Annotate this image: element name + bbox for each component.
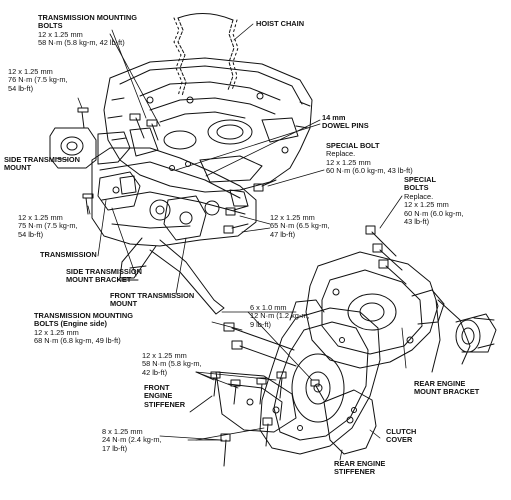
label-bolt-6mm: 6 x 1.0 mm 12 N·m (1.2 kg-m, 9 lb-ft) bbox=[250, 303, 310, 329]
label-spec-line: 12 x 1.25 mm bbox=[326, 157, 371, 167]
label-title-line: MOUNT BRACKET bbox=[414, 387, 480, 397]
rear-engine-mount bbox=[431, 299, 497, 373]
special-bolts bbox=[365, 225, 407, 285]
label-side-transmission-mount-bracket: SIDE TRANSMISSION MOUNT BRACKET bbox=[66, 267, 142, 285]
label-dowel-pins: 14 mm DOWEL PINS bbox=[322, 113, 369, 131]
label-title-line: FRONT TRANSMISSION bbox=[110, 291, 195, 300]
label-title-line: BOLTS bbox=[38, 21, 63, 31]
label-spec-line: 75 N·m (7.5 kg-m, bbox=[18, 221, 78, 231]
label-spec-line: Replace. bbox=[326, 149, 356, 159]
label-spec-line: 58 N·m (5.8 kg-m, 42 lb-ft) bbox=[38, 38, 125, 48]
label-title-line: SIDE TRANSMISSION bbox=[66, 267, 142, 276]
label-spec-line: 12 N·m (1.2 kg-m, bbox=[250, 311, 310, 321]
label-title-line: MOUNT bbox=[4, 163, 32, 173]
label-spec-line: 12 x 1.25 mm bbox=[18, 213, 63, 222]
label-title-line: SPECIAL BOLT bbox=[326, 141, 380, 150]
label-title-line: MOUNT BRACKET bbox=[66, 275, 132, 285]
label-clutch-cover: CLUTCH COVER bbox=[386, 427, 417, 445]
transmission-case bbox=[91, 147, 257, 247]
engine-block bbox=[103, 57, 313, 193]
label-spec-line: 54 lb-ft) bbox=[18, 229, 44, 239]
label-spec-line: 24 N·m (2.4 kg-m, bbox=[102, 435, 162, 445]
front-engine-stiffener bbox=[215, 371, 297, 433]
label-side-transmission-mount: SIDE TRANSMISSION MOUNT bbox=[4, 155, 80, 173]
label-hoist-chain: HOIST CHAIN bbox=[256, 19, 305, 28]
label-trans-mount-bolts-engine: TRANSMISSION MOUNTING BOLTS (Engine side… bbox=[34, 311, 133, 346]
label-rear-engine-stiffener: REAR ENGINE STIFFENER bbox=[334, 459, 386, 477]
label-bolt-8mm: 8 x 1.25 mm 24 N·m (2.4 kg-m, 17 lb-ft) bbox=[102, 427, 162, 453]
label-title-line: SIDE TRANSMISSION bbox=[4, 155, 80, 164]
upper-bolts bbox=[77, 107, 277, 234]
label-spec-line: 12 x 1.25 mm bbox=[270, 213, 315, 222]
label-title-line: DOWEL PINS bbox=[322, 121, 369, 131]
label-bolt-65: 12 x 1.25 mm 65 N·m (6.5 kg-m, 47 lb-ft) bbox=[270, 213, 330, 239]
label-spec-line: Replace. bbox=[404, 191, 434, 201]
label-spec-line: 42 lb-ft) bbox=[142, 367, 168, 377]
label-special-bolts: SPECIAL BOLTS Replace. 12 x 1.25 mm 60 N… bbox=[404, 175, 464, 227]
label-title-line: ENGINE bbox=[144, 391, 173, 401]
label-spec-line: 58 N·m (5.8 kg-m, bbox=[142, 359, 202, 369]
label-transmission: TRANSMISSION bbox=[40, 250, 97, 259]
label-spec-line: 68 N·m (6.8 kg-m, 49 lb-ft) bbox=[34, 336, 121, 346]
label-spec-line: 76 N·m (7.5 kg-m, bbox=[8, 75, 68, 85]
side-transmission-mount-bracket bbox=[97, 171, 141, 211]
label-title-line: REAR ENGINE bbox=[334, 459, 386, 468]
rear-engine-mount-bracket bbox=[305, 251, 471, 369]
small-bolt bbox=[310, 379, 325, 401]
label-special-bolt: SPECIAL BOLT Replace. 12 x 1.25 mm 60 N·… bbox=[326, 141, 413, 176]
hoist-chain bbox=[173, 13, 239, 97]
label-spec-line: 9 lb-ft) bbox=[250, 319, 271, 329]
label-bolt-58b: 12 x 1.25 mm 58 N·m (5.8 kg-m, 42 lb-ft) bbox=[142, 351, 202, 377]
label-front-transmission-mount: FRONT TRANSMISSION MOUNT bbox=[110, 291, 195, 309]
label-title-line: COVER bbox=[386, 435, 413, 445]
label-bolt-76: 12 x 1.25 mm 76 N·m (7.5 kg-m, 54 lb-ft) bbox=[8, 67, 68, 93]
label-title-line: CLUTCH bbox=[386, 427, 417, 436]
label-spec-line: 60 N·m (6.0 kg-m, bbox=[404, 208, 464, 218]
label-title-line: STIFFENER bbox=[334, 467, 376, 477]
label-spec-line: 47 lb-ft) bbox=[270, 229, 296, 239]
engine-side-bolts bbox=[223, 322, 297, 367]
label-spec-line: 12 x 1.25 mm bbox=[34, 327, 79, 337]
label-spec-line: 6 x 1.0 mm bbox=[250, 303, 287, 312]
label-spec-line: 12 x 1.25 mm bbox=[8, 67, 53, 76]
rear-engine-stiffener bbox=[323, 389, 377, 455]
label-front-engine-stiffener: FRONT ENGINE STIFFENER bbox=[144, 383, 186, 409]
label-spec-line: 17 lb-ft) bbox=[102, 443, 128, 453]
side-transmission-mount bbox=[49, 127, 131, 169]
label-title-line: SPECIAL bbox=[404, 175, 437, 184]
label-spec-line: 65 N·m (6.5 kg-m, bbox=[270, 221, 330, 231]
label-spec-line: 43 lb-ft) bbox=[404, 217, 430, 227]
label-spec-line: 12 x 1.25 mm bbox=[404, 200, 449, 210]
label-title-line: TRANSMISSION MOUNTING bbox=[34, 311, 133, 320]
label-title-line: BOLTS bbox=[404, 183, 429, 193]
label-bolt-75: 12 x 1.25 mm 75 N·m (7.5 kg-m, 54 lb-ft) bbox=[18, 213, 78, 239]
stiffener-bolts bbox=[210, 371, 287, 467]
label-spec-line: 8 x 1.25 mm bbox=[102, 427, 143, 436]
label-spec-line: 54 lb-ft) bbox=[8, 83, 34, 93]
label-rear-engine-mount-bracket: REAR ENGINE MOUNT BRACKET bbox=[414, 379, 480, 397]
label-title-line: TRANSMISSION MOUNTING bbox=[38, 13, 137, 22]
label-title-line: TRANSMISSION bbox=[40, 250, 97, 259]
front-transmission-mount bbox=[163, 195, 207, 241]
label-spec-line: 12 x 1.25 mm bbox=[142, 351, 187, 360]
label-spec-line: 12 x 1.25 mm bbox=[38, 29, 83, 39]
label-trans-mount-bolts-top: TRANSMISSION MOUNTING BOLTS 12 x 1.25 mm… bbox=[38, 13, 137, 48]
label-title-line: REAR ENGINE bbox=[414, 379, 466, 388]
label-title-line: 14 mm bbox=[322, 113, 346, 122]
label-title-line: MOUNT bbox=[110, 299, 138, 309]
label-title-line: FRONT bbox=[144, 383, 170, 392]
label-title-line: HOIST CHAIN bbox=[256, 19, 305, 28]
leader-lines bbox=[55, 23, 407, 461]
label-title-line: STIFFENER bbox=[144, 399, 186, 409]
label-title-line: BOLTS (Engine side) bbox=[34, 319, 107, 329]
label-spec-line: 60 N·m (6.0 kg-m, 43 lb-ft) bbox=[326, 166, 413, 176]
